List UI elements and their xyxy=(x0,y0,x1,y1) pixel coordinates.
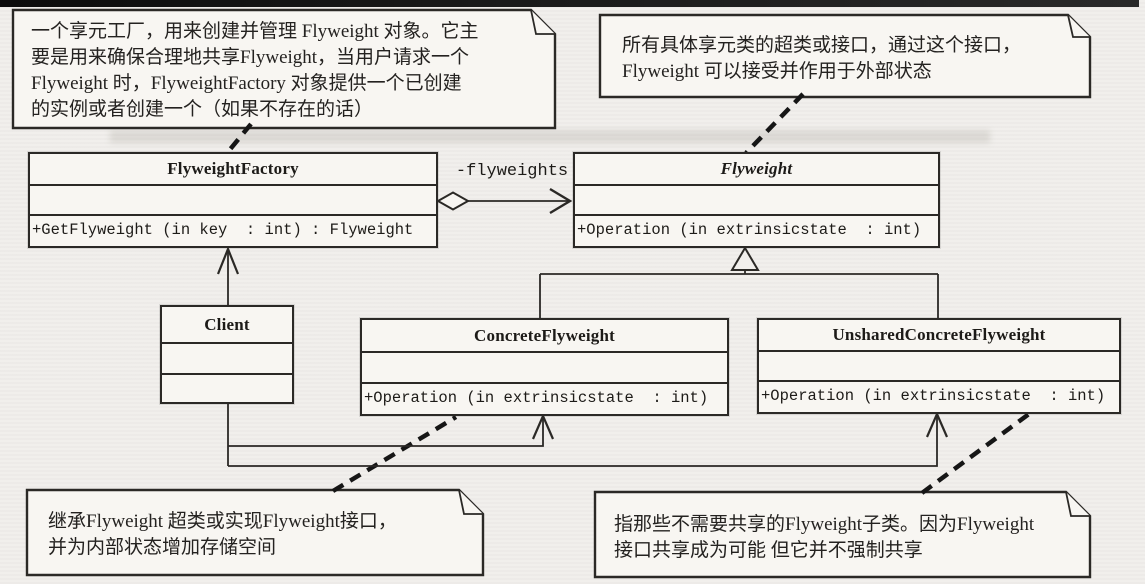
note-text-factory: 一个享元工厂，用来创建并管理 Flyweight 对象。它主 要是用来确保合理地… xyxy=(31,21,479,120)
client-concrete-line xyxy=(228,417,544,447)
dashed-connector-flyweight-note xyxy=(744,92,805,155)
class-box-flyweight: Flyweight +Operation (in extrinsicstate … xyxy=(573,152,940,248)
aggregation-diamond-icon xyxy=(435,191,471,211)
open-arrowhead-icon xyxy=(549,187,573,215)
class-box-flyweightfactory: FlyweightFactory +GetFlyweight (in key :… xyxy=(28,152,438,248)
note-fold-icon xyxy=(1065,491,1090,517)
class-title: FlyweightFactory xyxy=(167,159,299,178)
note-text-concrete: 继承Flyweight 超类或实现Flyweight接口， 并为内部状态增加存储… xyxy=(48,511,397,558)
page-top-bar xyxy=(0,0,1139,7)
class-box-concreteflyweight: ConcreteFlyweight +Operation (in extrins… xyxy=(360,318,729,416)
class-box-client: Client xyxy=(160,305,294,404)
note-text-flyweight: 所有具体享元类的超类或接口，通过这个接口， Flyweight 可以接受并作用于… xyxy=(622,35,1022,82)
scan-smudge xyxy=(110,130,990,143)
dashed-connector-concrete-note xyxy=(331,415,458,493)
class-title: Flyweight xyxy=(720,159,793,178)
class-attributes-compartment xyxy=(162,342,292,373)
note-fold-icon xyxy=(458,489,483,515)
note-shape-flyweight xyxy=(598,13,1092,99)
generalization-triangle-icon xyxy=(730,246,760,271)
dashed-connector-unshared-note xyxy=(920,412,1031,495)
open-arrowhead-icon xyxy=(216,246,240,275)
generalization-lines xyxy=(539,270,939,318)
class-attributes-compartment xyxy=(362,351,727,382)
class-method: +Operation (in extrinsicstate : int) xyxy=(362,382,727,414)
aggregation-role-label: -flyweights xyxy=(455,162,569,181)
open-arrowhead-icon xyxy=(925,411,949,438)
note-shape-concrete xyxy=(25,488,485,577)
class-method: +GetFlyweight (in key : int) : Flyweight xyxy=(30,214,436,246)
class-method xyxy=(162,373,292,402)
note-fold-icon xyxy=(1067,14,1090,38)
open-arrowhead-icon xyxy=(531,413,555,440)
note-shape-unshared xyxy=(593,490,1092,579)
note-shape-factory xyxy=(11,8,557,130)
client-unshared-line xyxy=(228,415,938,467)
note-text-unshared: 指那些不需要共享的Flyweight子类。因为Flyweight 接口共享成为可… xyxy=(614,514,1035,561)
class-attributes-compartment xyxy=(30,184,436,214)
class-title: ConcreteFlyweight xyxy=(474,325,615,345)
class-attributes-compartment xyxy=(759,350,1119,380)
class-attributes-compartment xyxy=(575,184,938,214)
class-box-unsharedconcreteflyweight: UnsharedConcreteFlyweight +Operation (in… xyxy=(757,318,1121,414)
class-title: Client xyxy=(204,314,250,334)
class-method: +Operation (in extrinsicstate : int) xyxy=(759,380,1119,412)
class-title: UnsharedConcreteFlyweight xyxy=(832,325,1046,344)
note-fold-icon xyxy=(530,9,555,35)
dashed-connector-factory-note xyxy=(225,122,253,155)
class-method: +Operation (in extrinsicstate : int) xyxy=(575,214,938,246)
